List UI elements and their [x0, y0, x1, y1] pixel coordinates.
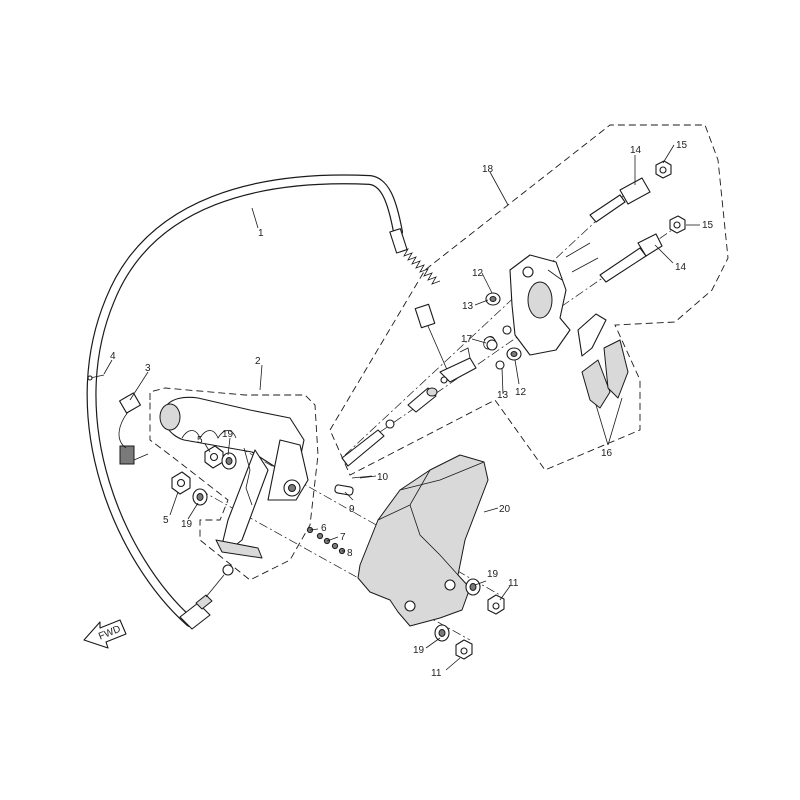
assembly-group-outlines	[149, 124, 729, 581]
callout-15-lower: 15	[702, 220, 714, 231]
callout-2: 2	[255, 356, 261, 367]
callout-12-upper: 12	[472, 268, 484, 279]
lever-pivot-hardware	[171, 445, 237, 506]
callout-6: 6	[321, 523, 327, 534]
caliper-guard-bracket	[357, 454, 489, 627]
callout-11-lower: 11	[431, 668, 442, 679]
callout-10: 10	[377, 472, 389, 483]
callout-18: 18	[482, 164, 494, 175]
callout-13-upper: 13	[462, 301, 474, 312]
fwd-arrow: FWD	[83, 619, 127, 649]
callout-16: 16	[601, 448, 613, 459]
switch-pin	[87, 374, 105, 381]
callout-5-lower: 5	[163, 515, 169, 526]
clevis-pin	[334, 475, 373, 496]
callout-13-lower: 13	[497, 390, 509, 401]
callout-5-upper: 5	[197, 435, 203, 446]
callout-9: 9	[349, 504, 355, 515]
callout-15-upper: 15	[676, 140, 688, 151]
callout-12-lower: 12	[515, 387, 527, 398]
callout-8: 8	[347, 548, 353, 559]
callout-19-lower-right: 19	[413, 645, 425, 656]
hand-brake-lever	[159, 396, 309, 559]
callout-11-upper: 11	[508, 578, 519, 589]
brake-cable	[86, 174, 449, 630]
brake-light-switch	[118, 392, 149, 465]
callout-numbers: 1 2 3 4 5 5 6 7 8 9 10 11 11 12 12 13 13…	[110, 140, 714, 679]
callout-14-upper: 14	[630, 145, 642, 156]
callout-leaders	[103, 144, 700, 671]
callout-19-upper-right: 19	[487, 569, 499, 580]
callout-17: 17	[461, 334, 473, 345]
callout-19-upper-left: 19	[222, 429, 234, 440]
callout-20: 20	[499, 504, 511, 515]
callout-14-lower: 14	[675, 262, 687, 273]
callout-19-lower-left: 19	[181, 519, 193, 530]
callout-7: 7	[340, 532, 346, 543]
callout-1: 1	[258, 228, 264, 239]
brake-caliper-assembly	[341, 160, 686, 467]
callout-4: 4	[110, 351, 116, 362]
callout-3: 3	[145, 363, 151, 374]
